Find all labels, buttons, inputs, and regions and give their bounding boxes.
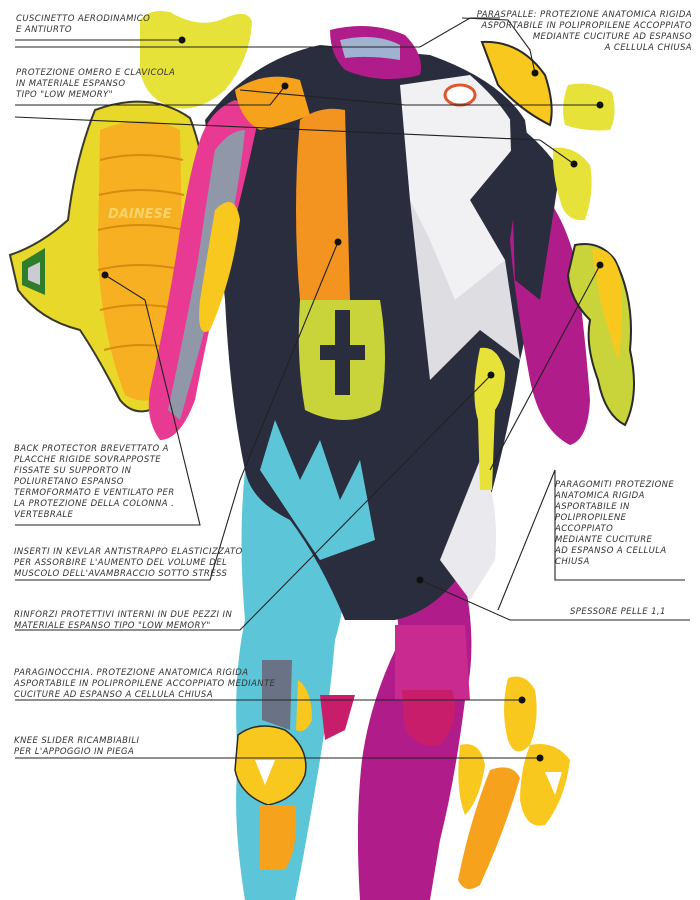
leader-lines xyxy=(14,17,690,759)
callout-shoulder-guard: PARASPALLE: PROTEZIONE ANATOMICA RIGIDA … xyxy=(476,10,692,53)
arm-foam-piece xyxy=(552,147,592,221)
knee-slider-piece xyxy=(520,744,570,826)
callout-internal-reinforcements: RINFORZI PROTETTIVI INTERNI IN DUE PEZZI… xyxy=(14,610,233,631)
callout-back-protector: BACK PROTECTOR BREVETTATO A PLACCHE RIGI… xyxy=(14,444,175,520)
callout-shoulder-clavicle: PROTEZIONE OMERO E CLAVICOLA IN MATERIAL… xyxy=(16,68,176,100)
callout-elbow-guard: PARAGOMITI PROTEZIONE ANATOMICA RIGIDA A… xyxy=(555,480,675,567)
callout-knee-slider: KNEE SLIDER RICAMBIABILI PER L'APPOGGIO … xyxy=(14,736,140,757)
callout-knee-guard: PARAGINOCCHIA. PROTEZIONE ANATOMICA RIGI… xyxy=(14,668,276,700)
callout-leather-thickness: SPESSORE PELLE 1,1 xyxy=(570,607,666,617)
callout-aero-hump: CUSCINETTO AERODINAMICO E ANTIURTO xyxy=(16,14,151,35)
knee-guard-piece xyxy=(504,676,537,752)
dainese-logo-back: DAINESE xyxy=(108,207,172,222)
shin-guard-piece xyxy=(458,767,520,889)
aero-hump-foam xyxy=(140,11,252,109)
back-protector-inside xyxy=(296,108,350,300)
callout-kevlar-inserts: INSERTI IN KEVLAR ANTISTRAPPO ELASTICIZZ… xyxy=(14,547,243,579)
shoulder-foam-piece xyxy=(563,83,615,131)
